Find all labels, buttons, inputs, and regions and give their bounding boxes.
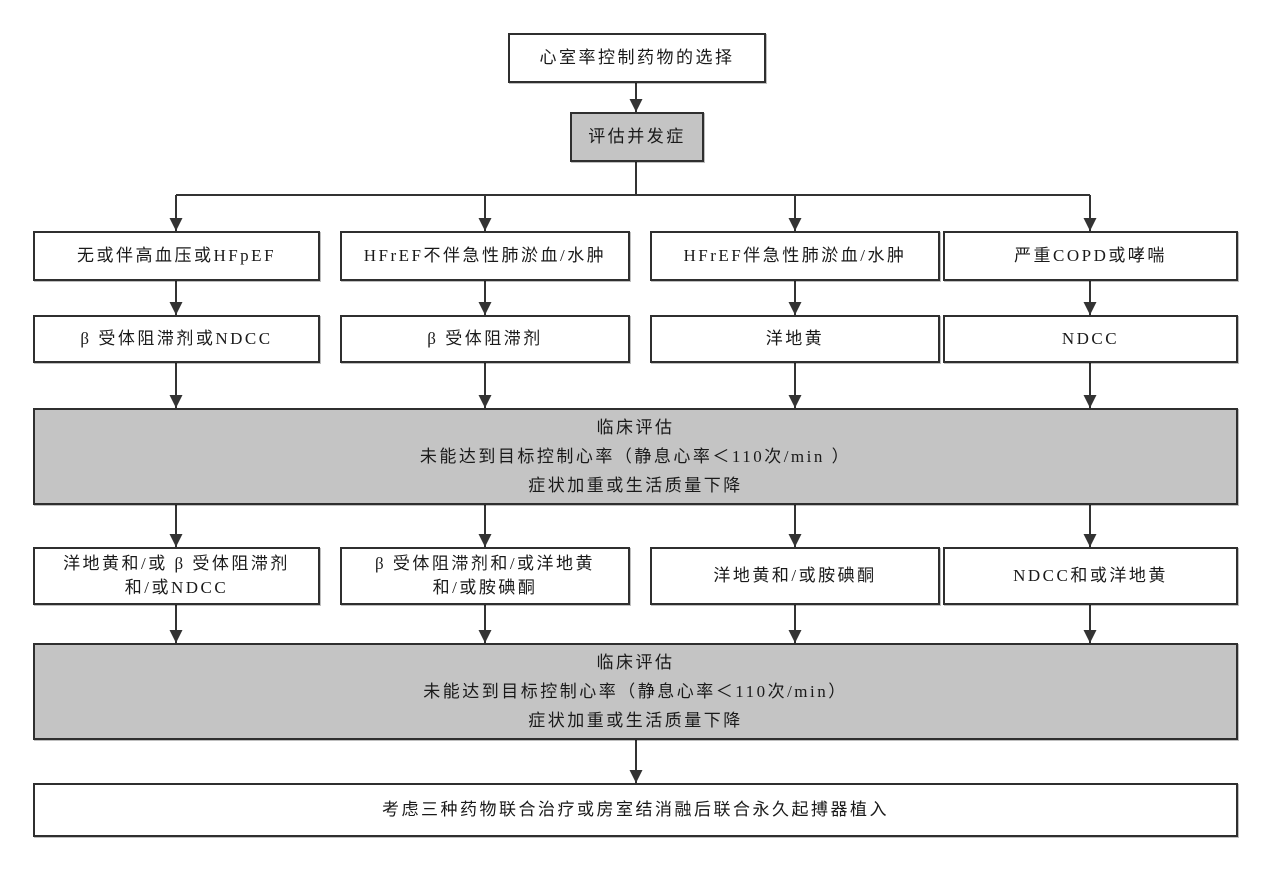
node-drug1-betablocker-or-ndcc: β 受体阻滞剂或NDCC [33,315,320,363]
node-condition-no-or-hypertension-hfpef: 无或伴高血压或HFpEF [33,231,320,281]
node-drug1-betablocker: β 受体阻滞剂 [340,315,630,363]
node-drug2-ndcc-digoxin: NDCC和或洋地黄 [943,547,1238,605]
node-drug1-digoxin: 洋地黄 [650,315,940,363]
node-final-combination-therapy: 考虑三种药物联合治疗或房室结消融后联合永久起搏器植入 [33,783,1238,837]
node-start: 心室率控制药物的选择 [508,33,766,83]
drug2-line: NDCC和或洋地黄 [1013,566,1168,585]
eval1-symptoms: 症状加重或生活质量下降 [528,476,743,495]
eval2-symptoms: 症状加重或生活质量下降 [528,711,743,730]
drug2-line: 洋地黄和/或胺碘酮 [713,566,877,585]
drug2-line: 和/或NDCC [124,578,229,597]
node-drug2-betablocker-digoxin-amiodarone: β 受体阻滞剂和/或洋地黄 和/或胺碘酮 [340,547,630,605]
drug2-line: 和/或胺碘酮 [432,578,538,597]
node-condition-hfref-with-congestion: HFrEF伴急性肺淤血/水肿 [650,231,940,281]
eval1-criteria: 未能达到目标控制心率（静息心率＜110次/min ） [419,447,852,466]
node-drug1-ndcc: NDCC [943,315,1238,363]
eval2-title: 临床评估 [596,653,675,672]
node-clinical-evaluation-2: 临床评估 未能达到目标控制心率（静息心率＜110次/min） 症状加重或生活质量… [33,643,1238,740]
node-drug2-digoxin-betablocker-ndcc: 洋地黄和/或 β 受体阻滞剂 和/或NDCC [33,547,320,605]
node-drug2-digoxin-amiodarone: 洋地黄和/或胺碘酮 [650,547,940,605]
node-clinical-evaluation-1: 临床评估 未能达到目标控制心率（静息心率＜110次/min ） 症状加重或生活质… [33,408,1238,505]
drug2-line: β 受体阻滞剂和/或洋地黄 [374,554,596,573]
node-assess-complications: 评估并发症 [570,112,704,162]
node-condition-copd-asthma: 严重COPD或哮喘 [943,231,1238,281]
eval1-title: 临床评估 [596,418,675,437]
drug2-line: 洋地黄和/或 β 受体阻滞剂 [63,554,290,573]
eval2-criteria: 未能达到目标控制心率（静息心率＜110次/min） [423,682,848,701]
node-condition-hfref-without-congestion: HFrEF不伴急性肺淤血/水肿 [340,231,630,281]
